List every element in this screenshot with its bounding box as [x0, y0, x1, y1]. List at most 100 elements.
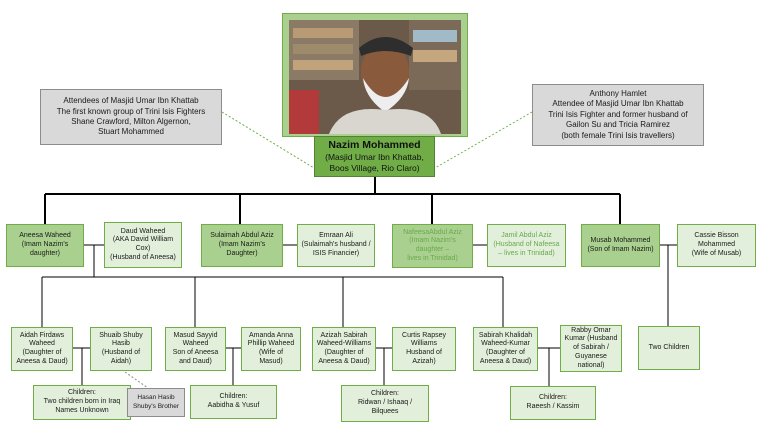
box-line: (Husband of — [101, 349, 141, 356]
nazim-name: Nazim Mohammed — [328, 138, 421, 151]
box-line: daughter – — [415, 246, 450, 253]
box-line: (Wife of Musab) — [691, 249, 742, 257]
box-line: Shuby's Brother — [132, 402, 180, 410]
box-line: Waheed-Kumar — [481, 340, 530, 348]
box-line: and Daud) — [179, 357, 212, 365]
box-line: Aabidha & Yusuf — [207, 402, 260, 409]
box-line: (Son of Imam Nazim) — [587, 245, 654, 253]
azizah-children-box: Children: Ridwan / Ishaaq / Bilquees — [341, 385, 429, 422]
portrait-photo — [289, 20, 461, 134]
box-line: Raeesh / Kassim — [526, 403, 580, 410]
nazim-location-line1: (Masjid Umar Ibn Khattab, — [325, 152, 424, 163]
note-right-line: Trini Isis Fighter and former husband of — [548, 109, 688, 119]
box-line: Masud) — [259, 357, 283, 365]
box-line: Ridwan / Ishaaq / — [357, 399, 413, 407]
box-line: Aneesa & Daud) — [318, 357, 370, 365]
box-line: Azizah Sabirah — [320, 331, 368, 339]
box-line: Sabirah Khalidah — [478, 331, 533, 339]
box-line: Names Unknown — [55, 406, 109, 414]
note-first-isis-group: Attendees of Masjid Umar Ibn Khattab The… — [40, 89, 222, 145]
box-line: Azizah) — [412, 357, 436, 365]
rabby-omar-kumar-box: Rabby Omar Kumar (Husband of Sabirah / G… — [560, 325, 622, 372]
box-line: Kumar (Husband — [564, 335, 618, 343]
hasan-hasib-box: Hasan Hasib Shuby's Brother — [127, 388, 185, 417]
box-line: (Imam Nazim's — [218, 241, 266, 249]
box-line: – lives in Trinidad) — [498, 249, 555, 257]
box-line: (Wife of — [258, 349, 284, 356]
box-line: Rabby Omar — [571, 326, 611, 334]
amanda-anna-phillip-waheed-box: Amanda Anna Phillip Waheed (Wife of Masu… — [241, 327, 301, 371]
box-line: Bilquees — [371, 407, 399, 415]
box-line: Masud Sayyid — [173, 331, 218, 339]
box-line: Musab Mohammed — [590, 236, 651, 244]
note-anthony-hamlet: Anthony Hamlet Attendee of Masjid Umar I… — [532, 84, 704, 146]
box-line: Waheed-Williams — [316, 340, 372, 348]
note-right-line: Gailon Su and Tricia Ramirez — [565, 120, 671, 130]
note-left-line: Attendees of Masjid Umar Ibn Khattab — [63, 96, 199, 106]
box-line: Daud Waheed — [120, 227, 166, 235]
masud-children-box: Children: Aabidha & Yusuf — [190, 385, 277, 419]
box-line: Williams — [410, 340, 438, 348]
nafeesa-abdul-aziz-box: NafeesaAbdul Aziz (Imam Nazim's daughter… — [392, 224, 473, 268]
box-line: (Imam Nazim's — [409, 237, 456, 245]
box-line: (Sulaimah's husband / — [301, 241, 371, 249]
box-line: Curtis Rapsey — [402, 331, 446, 339]
box-line: Cassie Bisson — [694, 232, 739, 240]
curtis-rapsey-williams-box: Curtis Rapsey Williams Husband of Azizah… — [392, 327, 456, 371]
nazim-mohammed-box: Nazim Mohammed (Masjid Umar Ibn Khattab,… — [314, 136, 435, 177]
box-line: Jamil Abdul Aziz — [501, 232, 552, 240]
box-line: Aneesa & Daud) — [479, 357, 532, 365]
box-line: Aidah Firdaws — [19, 331, 65, 339]
box-line: ISIS Financier) — [312, 249, 360, 257]
jamil-abdul-aziz-box: Jamil Abdul Aziz (Husband of Nafeesa – l… — [487, 224, 566, 267]
box-line: Two Children — [648, 343, 690, 351]
box-line: NafeesaAbdul Aziz — [403, 228, 462, 236]
box-line: (Husband of Aneesa) — [110, 253, 176, 261]
box-line: Daughter) — [226, 249, 258, 257]
musab-two-children-box: Two Children — [638, 326, 700, 370]
note-right-line: Anthony Hamlet — [589, 89, 647, 99]
box-line: (Daughter of — [22, 349, 62, 356]
box-line: Children: — [219, 393, 248, 401]
box-line: Son of Aneesa — [172, 349, 219, 356]
note-right-line: (both female Trini Isis travellers) — [561, 130, 675, 140]
nazim-location-line2: Boos Village, Rio Claro) — [329, 163, 420, 174]
box-line: Cox) — [135, 245, 151, 252]
musab-mohammed-box: Musab Mohammed (Son of Imam Nazim) — [581, 224, 660, 267]
azizah-sabirah-waheed-williams-box: Azizah Sabirah Waheed-Williams (Daughter… — [312, 327, 376, 371]
shuaib-shuby-hasib-box: Shuaib Shuby Hasib (Husband of Aidah) — [90, 327, 152, 371]
box-line: Children: — [67, 389, 96, 397]
box-line: Waheed — [182, 340, 209, 348]
box-line: Amanda Anna — [249, 331, 293, 339]
sabirah-khalidah-waheed-kumar-box: Sabirah Khalidah Waheed-Kumar (Daughter … — [473, 327, 538, 371]
aidah-children-box: Children: Two children born in Iraq Name… — [33, 385, 131, 420]
aidah-firdaws-waheed-box: Aidah Firdaws Waheed (Daughter of Aneesa… — [11, 327, 73, 371]
box-line: (Daughter of — [486, 349, 525, 356]
box-line: Sulaimah Abdul Aziz — [210, 232, 274, 240]
box-line: Mohammed — [698, 241, 735, 249]
box-line: Waheed — [29, 340, 55, 348]
box-line: (Husband of Nafeesa — [493, 241, 560, 249]
box-line: Guyanese — [575, 352, 607, 360]
cassie-bisson-mohammed-box: Cassie Bisson Mohammed (Wife of Musab) — [677, 224, 756, 267]
note-left-line: Stuart Mohammed — [98, 127, 164, 137]
sabirah-children-box: Children: Raeesh / Kassim — [510, 386, 596, 420]
box-line: Children: — [538, 394, 567, 402]
box-line: of Sabirah / — [573, 344, 609, 352]
box-line: Shuaib Shuby — [99, 331, 143, 339]
note-left-line: The first known group of Trini Isis Figh… — [56, 106, 206, 116]
box-line: (Daughter of — [324, 349, 364, 356]
box-line: Aneesa & Daud) — [16, 357, 68, 365]
emraan-ali-box: Emraan Ali (Sulaimah's husband / ISIS Fi… — [297, 224, 375, 267]
box-line: Phillip Waheed — [247, 340, 295, 348]
box-line: (Imam Nazim's — [21, 241, 69, 249]
box-line: Two children born in Iraq — [43, 398, 121, 406]
aneesa-waheed-box: Aneesa Waheed (Imam Nazim's daughter) — [6, 224, 84, 267]
box-line: daughter) — [30, 249, 60, 257]
box-line: national) — [577, 361, 605, 369]
box-line: Children: — [370, 390, 399, 398]
box-line: lives in Trinidad) — [407, 254, 458, 262]
note-right-line: Attendee of Masjid Umar Ibn Khattab — [552, 99, 684, 109]
box-line: (AKA David William — [112, 236, 174, 244]
